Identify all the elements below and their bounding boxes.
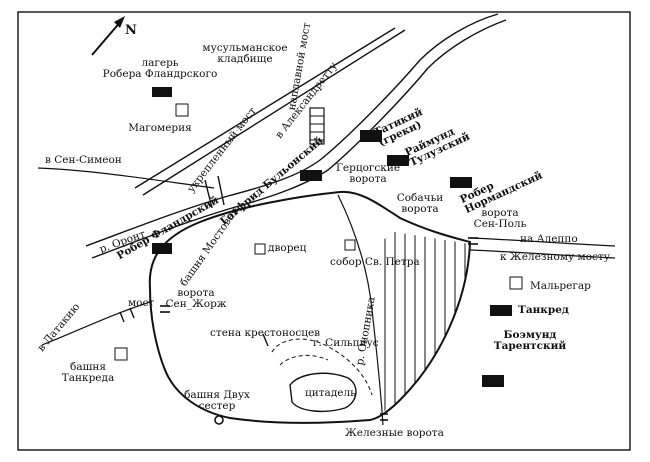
- label-palace: дворец: [268, 242, 307, 254]
- label-tancred-tower: башня Танкреда: [61, 361, 115, 384]
- camp-godfrey-marker: [300, 170, 322, 181]
- label-crusader-wall: стена крестоносцев: [210, 327, 321, 339]
- camp-tatikios-marker: [360, 130, 382, 142]
- fortified-bridge: [204, 175, 225, 209]
- tancred-tower-icon: [114, 347, 128, 361]
- st-peter-icon: [344, 239, 356, 251]
- label-citadel: цитадель: [305, 387, 356, 399]
- label-camp-robert-flanders: лагерь Робера Фландрского: [102, 57, 218, 80]
- label-iron-gate: Железные ворота: [345, 427, 444, 439]
- pontoon-bridge: [309, 107, 325, 145]
- west-bridge: [119, 307, 135, 323]
- label-duke-gate: Герцогские ворота: [335, 162, 401, 185]
- label-to-st-simeon: в Сен-Симеон: [45, 154, 122, 166]
- mount-contour: [271, 338, 373, 396]
- camp-bohemond-marker: [482, 375, 504, 387]
- camp-tancred-marker: [490, 305, 512, 316]
- river-onopnikos: [337, 194, 384, 426]
- label-st-george-gate: ворота Сен_Жорж: [165, 287, 227, 310]
- label-st-peter: собор Св. Петра: [330, 256, 420, 268]
- label-maregar: Мальрегар: [530, 280, 591, 292]
- label-st-paul-gate: ворота Сен-Поль: [473, 207, 527, 230]
- north-label: N: [125, 23, 137, 38]
- camp-robert-normandy-marker: [450, 177, 472, 188]
- road-latakia: [41, 301, 151, 346]
- maregar-icon: [509, 276, 523, 290]
- road-aleppo: [469, 237, 616, 247]
- label-muslim-cemetery: мусульманское кладбище: [202, 42, 288, 65]
- label-tancred: Танкред: [518, 304, 569, 316]
- label-bohemond: Боэмунд Тарентский: [493, 329, 567, 352]
- road-alexandretta: [134, 27, 396, 189]
- north-arrow-icon: [91, 16, 125, 56]
- camp-robert-flanders-2-marker: [152, 243, 172, 254]
- label-to-aleppo: на Алеппо: [520, 233, 578, 245]
- label-dog-gate: Собачьи ворота: [396, 192, 444, 215]
- gate-marks: [160, 237, 478, 421]
- magomeria-icon: [175, 103, 189, 117]
- camp-robert-flanders-marker: [152, 87, 172, 97]
- label-bridge: мост: [128, 297, 155, 309]
- citadel-wall: [289, 372, 357, 413]
- map-frame: [17, 11, 631, 451]
- two-sisters-tower-icon: [214, 415, 224, 425]
- label-silpius: г. Сильпиус: [313, 337, 379, 349]
- label-magomeria: Магомерия: [128, 122, 192, 134]
- city-wall: [148, 190, 472, 424]
- label-iron-bridge: к Железному мосту: [500, 251, 610, 263]
- label-two-sisters-tower: башня Двух сестер: [184, 389, 250, 412]
- crusader-wall-line: [262, 333, 269, 347]
- river-orontes: [85, 13, 499, 247]
- palace-icon: [254, 243, 266, 255]
- road-st-simeon: [37, 167, 215, 189]
- camp-raymond-marker: [387, 155, 409, 166]
